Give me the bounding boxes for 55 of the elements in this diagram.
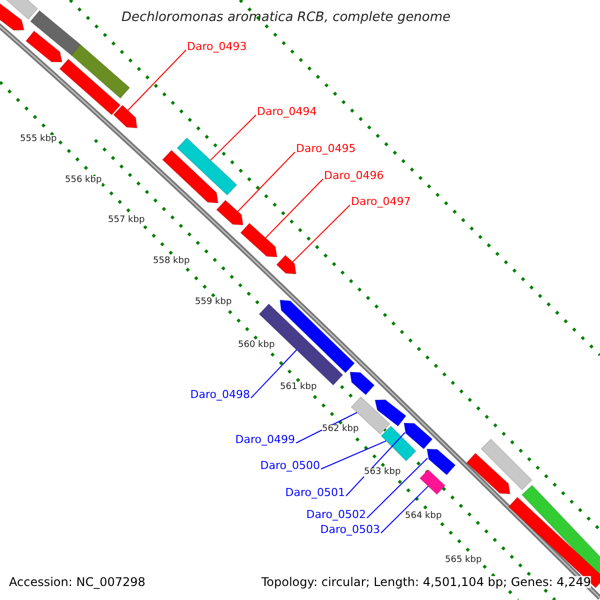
gene-label: Daro_0500: [260, 460, 320, 471]
gene-label: Daro_0494: [257, 106, 317, 117]
gene-feature: [276, 254, 296, 274]
gene-label: Daro_0503: [320, 524, 380, 535]
title: Dechloromonas aromatica RCB, complete genome: [120, 11, 452, 24]
gene-feature: [280, 300, 356, 374]
gene-feature: [426, 448, 456, 476]
leader-line: [380, 486, 429, 534]
leader-line: [127, 50, 186, 111]
gene-feature: [508, 496, 600, 588]
gene-feature: [216, 200, 244, 226]
scale-label: 558 kbp: [153, 257, 190, 266]
gene-label: Daro_0496: [324, 170, 384, 181]
gene-feature: [466, 452, 510, 494]
gene-feature: [112, 104, 138, 128]
leader-line: [346, 432, 406, 496]
gene-feature: [404, 422, 433, 450]
gene-feature: [480, 438, 532, 490]
gene-feature: [240, 222, 278, 258]
leader-line: [292, 204, 350, 262]
scale-label: 562 kbp: [322, 425, 359, 434]
gene-label: Daro_0495: [296, 143, 356, 154]
scale-label: 556 kbp: [65, 176, 102, 185]
leader-line: [366, 458, 428, 518]
gene-feature: [162, 150, 218, 204]
gene-label: Daro_0501: [285, 487, 345, 498]
gene-label: Daro_0498: [190, 389, 250, 400]
scale-label: 557 kbp: [108, 216, 145, 225]
gene-feature: [25, 30, 62, 62]
gene-feature: [374, 399, 407, 427]
leader-line: [210, 114, 256, 161]
scale-label: 565 kbp: [445, 556, 482, 565]
leader-line: [250, 349, 298, 398]
scale-label: 563 kbp: [364, 468, 401, 477]
leader-line: [265, 178, 324, 238]
gene-feature: [70, 44, 130, 99]
gene-feature: [30, 10, 82, 56]
scale-label: 561 kbp: [280, 383, 317, 392]
accession-text: Accession: NC_007298: [9, 576, 146, 588]
gene-feature: [59, 58, 121, 116]
leader-line: [237, 152, 296, 212]
scale-label: 559 kbp: [195, 298, 232, 307]
scale-label: 564 kbp: [405, 512, 442, 521]
gene-feature: [380, 426, 416, 462]
gene-feature: [176, 137, 238, 196]
gene-label: Daro_0502: [306, 509, 366, 520]
gene-label: Daro_0497: [351, 196, 411, 207]
leader-line: [320, 440, 387, 470]
gene-label: Daro_0499: [235, 434, 295, 445]
gene-feature: [0, 2, 24, 31]
scale-label: 555 kbp: [20, 135, 57, 144]
gene-feature: [419, 469, 446, 495]
genome-info-text: Topology: circular; Length: 4,501,104 bp; Genes: 4,249: [261, 576, 591, 588]
scale-label: 560 kbp: [238, 341, 275, 350]
gene-label: Daro_0493: [187, 41, 247, 52]
